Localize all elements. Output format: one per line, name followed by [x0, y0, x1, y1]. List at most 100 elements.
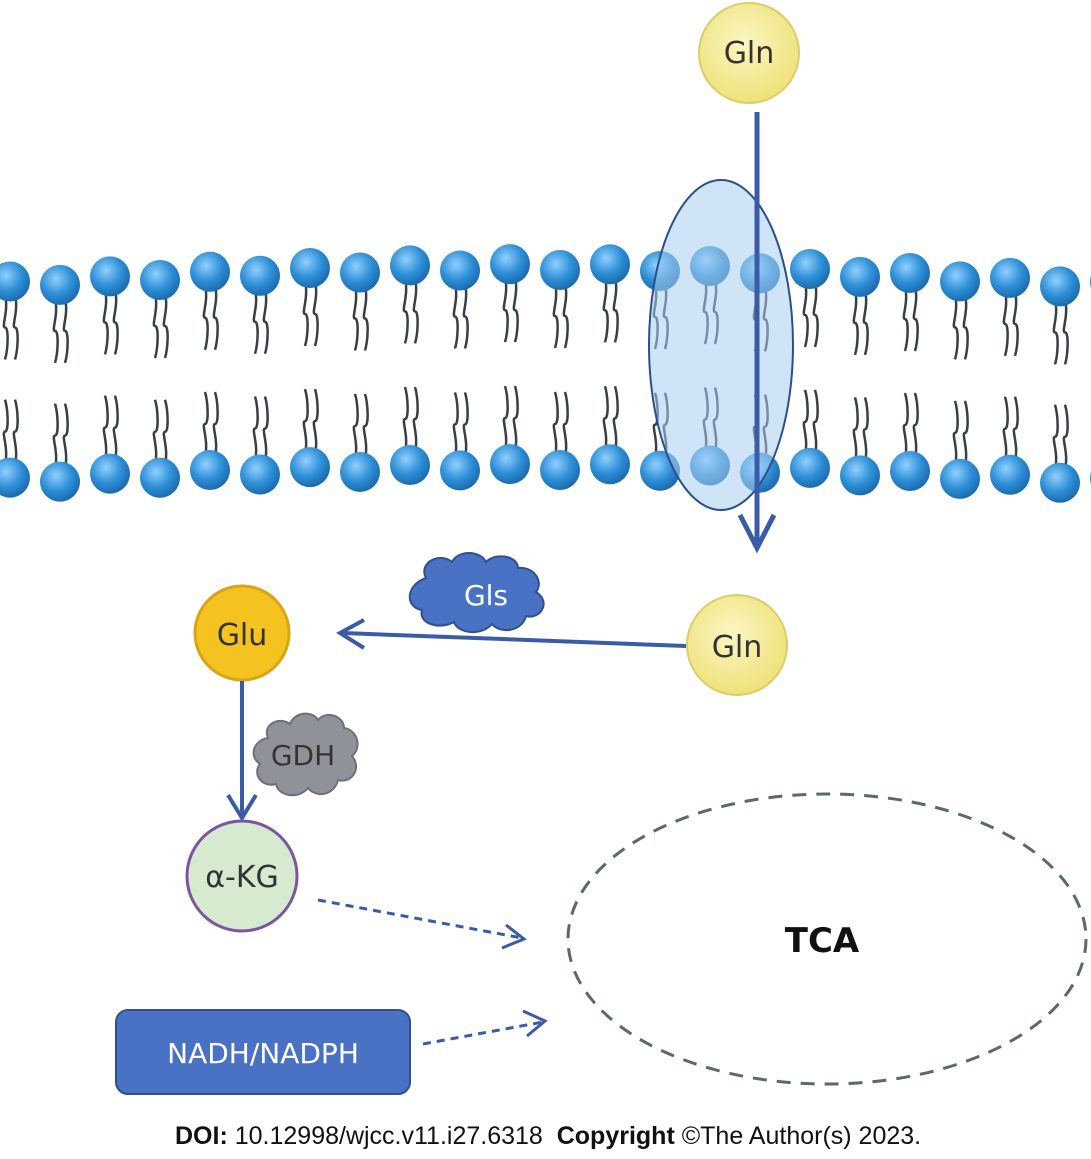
- lipid-tail: [512, 277, 519, 343]
- tca-label: TCA: [785, 921, 860, 961]
- lipid-tail: [362, 286, 369, 351]
- lipid-tail: [462, 392, 469, 457]
- lipid-head: [540, 250, 580, 291]
- lipid-tail: [562, 391, 569, 457]
- lipid-tail: [62, 298, 69, 364]
- lipid-tail: [952, 295, 959, 360]
- akg-label: α-KG: [205, 860, 279, 895]
- lipid-head: [190, 450, 230, 491]
- lipid-tail: [352, 286, 359, 351]
- lipid-tail: [1052, 300, 1059, 365]
- tca-cycle-ellipse: [566, 792, 1088, 1086]
- lipid-tail: [1002, 291, 1009, 357]
- lipid-head: [90, 453, 130, 494]
- lipid-tail: [862, 397, 869, 462]
- lipid-head: [40, 264, 80, 305]
- lipid-head: [490, 444, 530, 485]
- lipid-tail: [802, 389, 809, 455]
- copyright-value: ©The Author(s) 2023.: [681, 1122, 922, 1150]
- lipid-tail: [2, 399, 9, 464]
- lipid-head: [140, 259, 180, 300]
- lipid-tail: [802, 282, 809, 348]
- copyright-label: Copyright: [556, 1122, 675, 1150]
- lipid-tail: [202, 285, 209, 351]
- nadh-nadph-box: [115, 1009, 411, 1095]
- nadh-nadph-label: NADH/NADPH: [167, 1037, 359, 1070]
- lipid-tail: [1052, 404, 1059, 470]
- lipid-tail: [52, 403, 59, 468]
- lipid-tail: [812, 282, 819, 348]
- gls-arrow-line: [342, 631, 687, 648]
- lipid-tail: [162, 293, 169, 359]
- lipid-head: [940, 261, 980, 302]
- lipid-head: [440, 250, 480, 291]
- import-arrow-head: [737, 513, 777, 554]
- lipid-head: [990, 454, 1030, 495]
- lipid-tail: [612, 385, 619, 451]
- lipid-head: [1040, 266, 1080, 307]
- akg-node: [185, 819, 299, 933]
- lipid-head: [190, 251, 230, 292]
- lipid-tail: [252, 289, 259, 355]
- lipid-tail: [902, 392, 909, 458]
- glu-label: Glu: [217, 618, 268, 653]
- lipid-tail: [912, 286, 919, 352]
- lipid-tail: [512, 385, 519, 451]
- gls-label: Gls: [464, 579, 508, 612]
- lipid-tail: [352, 393, 359, 459]
- lipid-tail: [2, 295, 9, 360]
- lipid-tail: [302, 281, 309, 347]
- lipid-tail: [402, 386, 409, 452]
- lipid-head: [440, 450, 480, 491]
- lipid-tail: [302, 388, 309, 454]
- lipid-head: [790, 248, 830, 289]
- lipid-head: [840, 256, 880, 297]
- lipid-tail: [152, 399, 159, 465]
- lipid-tail: [852, 397, 859, 462]
- lipid-tail: [902, 286, 909, 352]
- lipid-tail: [1012, 396, 1019, 462]
- lipid-tail: [962, 295, 969, 360]
- gln-inside-node: [686, 594, 788, 696]
- lipid-tail: [602, 277, 609, 343]
- gls-enzyme-cloud: [408, 552, 545, 633]
- lipid-head: [290, 447, 330, 488]
- lipid-tail: [602, 385, 609, 451]
- lipid-head: [290, 247, 330, 288]
- gln-outside-node: [698, 2, 800, 104]
- lipid-head: [890, 253, 930, 294]
- lipid-tail: [262, 289, 269, 355]
- nadh-to-tca-arrow-line: [422, 1020, 544, 1046]
- lipid-head: [490, 244, 530, 285]
- akg-to-tca-arrow-line: [317, 898, 523, 940]
- lipid-head: [840, 455, 880, 496]
- lipid-head: [0, 457, 30, 498]
- lipid-head: [390, 445, 430, 486]
- lipid-head: [590, 444, 630, 485]
- lipid-tail: [812, 389, 819, 455]
- lipid-head: [540, 450, 580, 491]
- lipid-tail: [112, 290, 119, 355]
- gdh-arrow-head: [226, 793, 258, 822]
- gdh-label: GDH: [271, 739, 335, 772]
- lipid-head: [340, 252, 380, 293]
- lipid-head: [1040, 462, 1080, 503]
- lipid-head: [390, 245, 430, 286]
- gln-inside-label: Gln: [712, 630, 763, 665]
- lipid-tail: [462, 284, 469, 349]
- lipid-tail: [852, 290, 859, 356]
- lipid-tail: [1062, 300, 1069, 365]
- lipid-tail: [62, 403, 69, 468]
- lipid-head: [340, 451, 380, 492]
- lipid-tail: [402, 279, 409, 344]
- lipid-tail: [412, 386, 419, 452]
- lipid-tail: [152, 293, 159, 359]
- lipid-tail: [1012, 291, 1019, 357]
- transporter-channel: [648, 179, 794, 511]
- lipid-tail: [12, 295, 19, 360]
- lipid-head: [240, 454, 280, 495]
- lipid-tail: [262, 396, 269, 461]
- doi-value: 10.12998/wjcc.v11.i27.6318: [234, 1122, 543, 1150]
- lipid-tail: [552, 391, 559, 457]
- lipid-tail: [102, 290, 109, 355]
